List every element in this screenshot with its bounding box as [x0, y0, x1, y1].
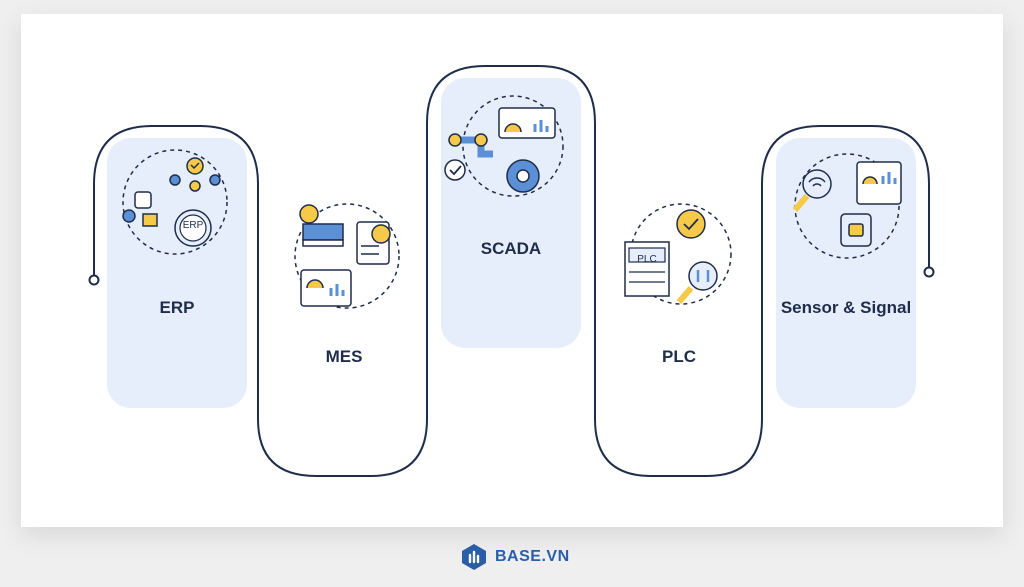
scada-icon	[444, 95, 564, 197]
plc-icon-badge: PLC	[637, 254, 657, 265]
erp-icon	[122, 149, 228, 255]
sensor-icon	[792, 153, 902, 259]
brand-name: BASE.VN	[495, 548, 570, 565]
stage-label-scada: SCADA	[480, 239, 542, 258]
hexagon-logo-icon	[462, 544, 486, 570]
mes-icon	[294, 203, 400, 309]
brand-logo: BASE.VN	[461, 543, 570, 571]
connector-path	[88, 65, 935, 477]
stage-label-sensor-signal: Sensor & Signal	[780, 298, 912, 317]
plc-icon	[624, 203, 732, 305]
erp-icon-badge: ERP	[182, 220, 204, 231]
diagram-card: ERP PLC	[21, 14, 1003, 527]
stage-label-erp: ERP	[159, 298, 195, 317]
stage-label-mes: MES	[325, 347, 363, 366]
stage-label-plc: PLC	[662, 347, 696, 366]
